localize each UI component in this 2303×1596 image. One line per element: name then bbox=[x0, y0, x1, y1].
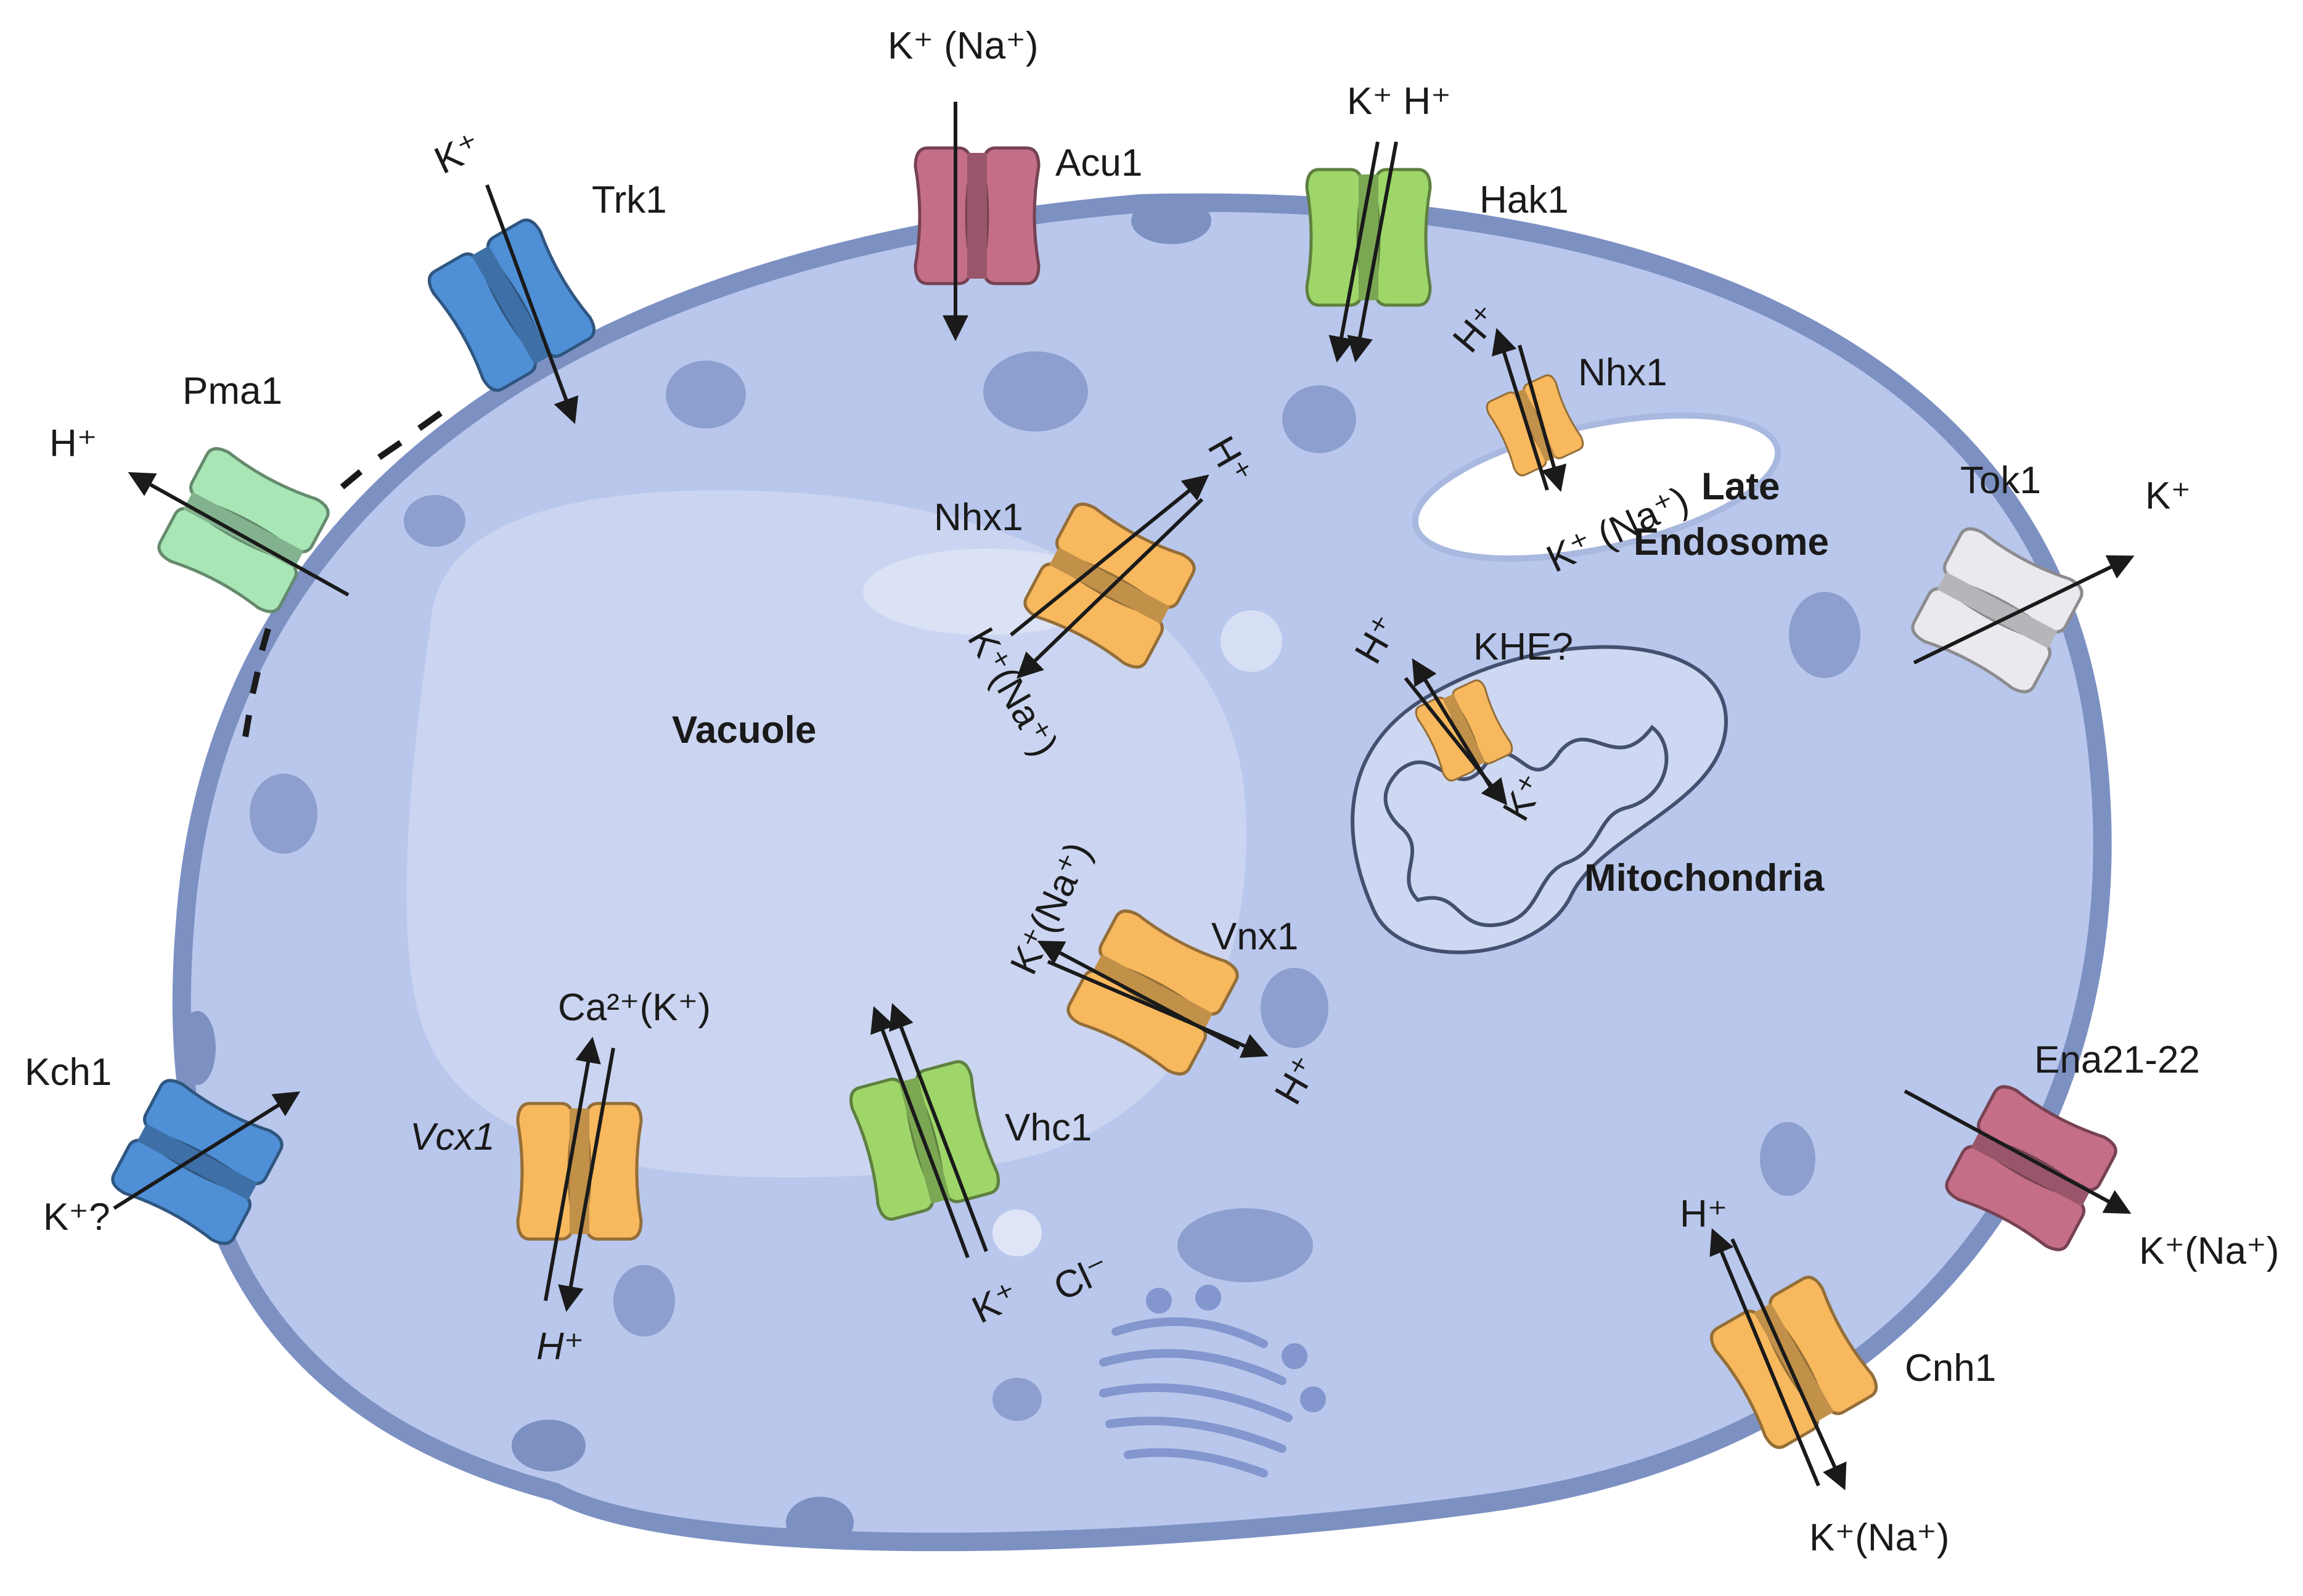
kch1-label: Kch1 bbox=[25, 1051, 112, 1094]
hak1-top-ions: K⁺ H⁺ bbox=[1347, 80, 1451, 123]
vacuole-small-vesicle bbox=[1221, 610, 1282, 672]
acu1-transporter bbox=[914, 146, 1041, 285]
hak1-arrow-b bbox=[1347, 141, 1398, 363]
vhc-arrow-a bbox=[870, 1006, 970, 1259]
trk1-k-ion: K⁺ bbox=[428, 125, 488, 182]
transporters bbox=[111, 146, 2117, 1449]
late-label: Late bbox=[1701, 465, 1780, 508]
pma1-arrow bbox=[128, 472, 350, 597]
vnx1-transporter bbox=[1066, 909, 1239, 1076]
vcx1-transporter bbox=[516, 1102, 643, 1241]
ion-arrows bbox=[113, 102, 2135, 1491]
acu1-top-ions: K⁺ (Na⁺) bbox=[888, 25, 1039, 67]
tok1-k-ion: K⁺ bbox=[2145, 475, 2191, 517]
vcx-ca-ions: Ca²⁺(K⁺) bbox=[558, 986, 711, 1029]
trk1-arrow bbox=[485, 184, 579, 424]
vacuole-label: Vacuole bbox=[672, 709, 816, 751]
kch1-k-ion: K⁺? bbox=[43, 1196, 110, 1238]
late-endosome bbox=[1412, 412, 1781, 562]
nhx1-endosome-label: Nhx1 bbox=[1578, 351, 1667, 394]
tok1-label: Tok1 bbox=[1960, 459, 2041, 502]
vcx-arrow-down bbox=[558, 1047, 615, 1312]
pma1-label: Pma1 bbox=[182, 370, 282, 412]
golgi bbox=[1099, 1285, 1326, 1478]
tok1-arrow bbox=[1913, 555, 2135, 665]
organelles bbox=[250, 351, 1860, 1421]
ena-transporter bbox=[1945, 1085, 2117, 1251]
kch1-transporter bbox=[111, 1079, 284, 1245]
hak1-label: Hak1 bbox=[1479, 179, 1569, 221]
tok1-transporter bbox=[1911, 527, 2084, 694]
khe-label: KHE? bbox=[1473, 626, 1573, 668]
vhc1-label: Vhc1 bbox=[1005, 1107, 1092, 1149]
kch1-arrow bbox=[113, 1091, 301, 1210]
ena-label: Ena21-22 bbox=[2034, 1039, 2200, 1081]
membrane-bumps bbox=[179, 197, 1211, 1549]
vcx-arrow-up bbox=[544, 1036, 601, 1301]
vcx-h-ion: H⁺ bbox=[536, 1325, 584, 1368]
trk1-transporter bbox=[427, 218, 596, 392]
cnh1-h-ion: H⁺ bbox=[1680, 1193, 1728, 1235]
trk1-label: Trk1 bbox=[592, 179, 667, 221]
pma1-dashes bbox=[242, 410, 443, 737]
endo-arrow-up bbox=[1492, 327, 1549, 491]
endosome-label: Endosome bbox=[1634, 521, 1829, 563]
ena-k-ions: K⁺(Na⁺) bbox=[2139, 1230, 2279, 1272]
cnh1-arrow-down bbox=[1730, 1238, 1847, 1491]
hak1-transporter bbox=[1305, 168, 1432, 307]
khe-arrow-down bbox=[1404, 677, 1508, 806]
vac-nhx-arrow-in bbox=[1016, 497, 1204, 679]
ena-arrow bbox=[1904, 1089, 2132, 1214]
khe-transporter bbox=[1415, 679, 1513, 782]
acu1-label: Acu1 bbox=[1055, 142, 1142, 184]
cnh1-k-ions: K⁺(Na⁺) bbox=[1809, 1516, 1949, 1559]
pma1-h-ion: H⁺ bbox=[49, 422, 97, 465]
vnx-arrow-right bbox=[1047, 960, 1269, 1058]
pma1-transporter bbox=[157, 447, 330, 613]
nhx1-vacuole-label: Nhx1 bbox=[934, 496, 1023, 539]
vnx1-label: Vnx1 bbox=[1211, 915, 1298, 958]
cnh1-arrow-up bbox=[1709, 1228, 1820, 1487]
vhc-arrow-b bbox=[889, 1003, 988, 1253]
endo-arrow-down bbox=[1518, 345, 1567, 493]
cnh1-label: Cnh1 bbox=[1905, 1347, 1996, 1389]
nhx1-vac-transporter bbox=[1023, 502, 1196, 669]
mitochondria-label: Mitochondria bbox=[1584, 857, 1825, 899]
hak1-arrow-a bbox=[1328, 141, 1380, 363]
vcx1-label: Vcx1 bbox=[410, 1116, 495, 1158]
vac-nhx-arrow-out bbox=[1010, 474, 1209, 637]
cnh1-transporter bbox=[1709, 1275, 1878, 1449]
